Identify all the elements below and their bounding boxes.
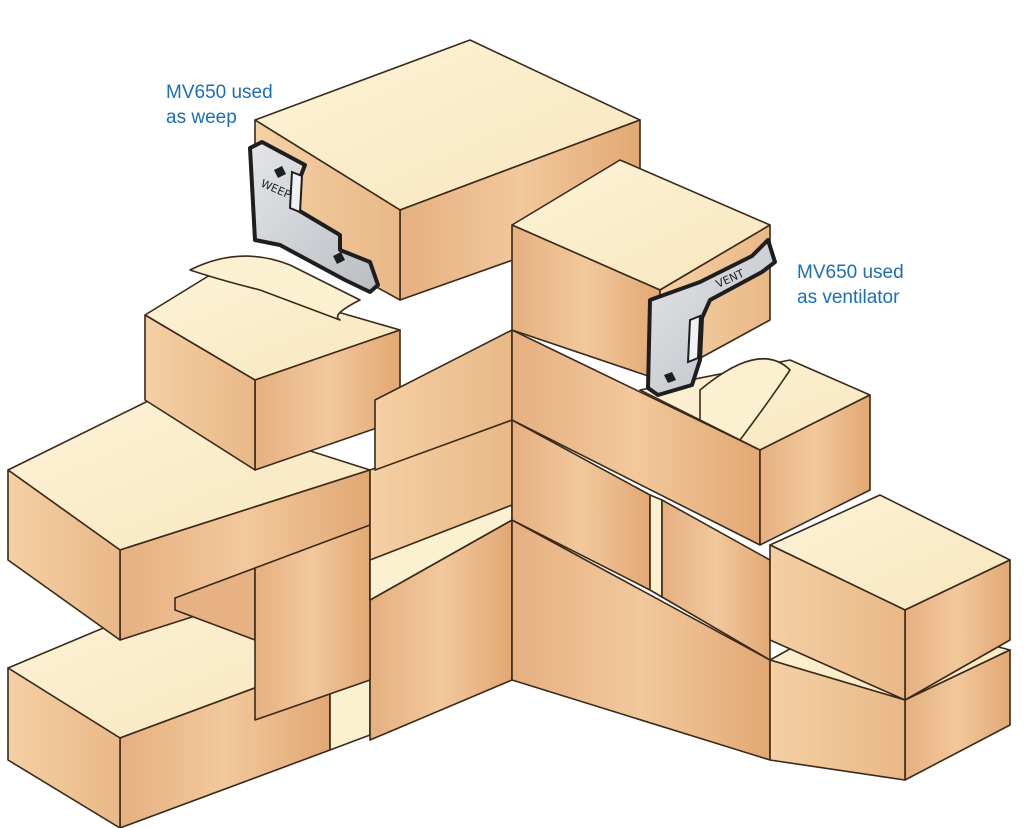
brick-front — [661, 499, 771, 661]
third-course — [7, 399, 1011, 721]
mortar-bed — [699, 357, 791, 441]
weep-vent-unit-icon: WEEP — [248, 140, 380, 294]
brick-front — [759, 394, 871, 546]
mortar-joint — [649, 494, 663, 598]
brick-front — [254, 524, 371, 721]
callout-vent-line2: as ventilator — [797, 287, 900, 308]
brick-side — [769, 544, 906, 701]
callout-vent-line1: MV650 used — [797, 262, 904, 283]
brick-side — [7, 667, 121, 828]
brick-side — [769, 659, 906, 781]
mortar-bed — [189, 255, 361, 321]
callout-weep-line2: as weep — [166, 107, 237, 128]
brick-side — [7, 469, 121, 641]
brick-side — [144, 314, 256, 471]
second-course — [144, 274, 871, 546]
callout-ventilator: MV650 used as ventilator — [797, 260, 904, 310]
callout-weep: MV650 used as weep — [166, 80, 273, 130]
callout-weep-line1: MV650 used — [166, 82, 273, 103]
ventilator-unit-icon: VENT — [646, 238, 777, 397]
